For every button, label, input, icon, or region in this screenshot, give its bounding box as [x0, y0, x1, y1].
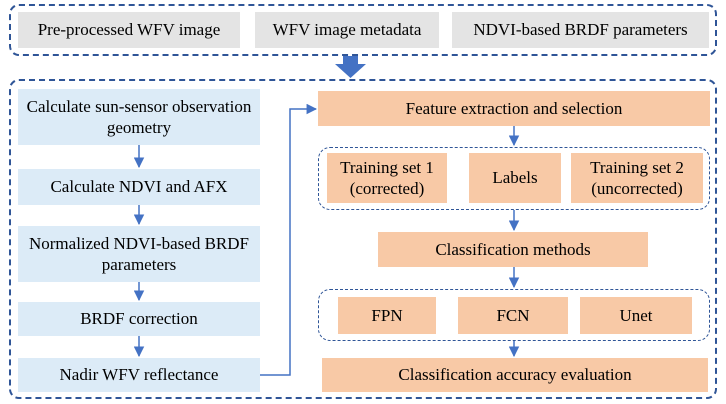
step-ndvi-afx: Calculate NDVI and AFX [18, 169, 260, 205]
inputs-group [9, 4, 717, 56]
training-group [318, 147, 710, 210]
training-set-1: Training set 1 (corrected) [327, 153, 447, 203]
labels-box-label: Labels [492, 168, 538, 188]
step-ndvi-afx-label: Calculate NDVI and AFX [50, 177, 228, 197]
block-arrow-down [335, 56, 366, 78]
step-classification-methods-label: Classification methods [435, 239, 591, 259]
method-unet-label: Unet [619, 305, 653, 325]
arrow-nadir-to-feature [260, 103, 318, 376]
methods-group [318, 289, 710, 341]
step-nadir-reflectance: Nadir WFV reflectance [18, 358, 260, 392]
training-set-2-label: Training set 2 (uncorrected) [590, 157, 684, 198]
method-unet: Unet [580, 297, 692, 334]
labels-box: Labels [469, 153, 561, 203]
input-preprocessed-image-label: Pre-processed WFV image [37, 20, 221, 40]
method-fcn: FCN [458, 297, 568, 334]
step-accuracy-evaluation: Classification accuracy evaluation [322, 358, 708, 392]
step-sun-sensor-geometry-label: Calculate sun-sensor observation geometr… [26, 96, 252, 137]
step-sun-sensor-geometry: Calculate sun-sensor observation geometr… [18, 89, 260, 145]
input-image-metadata: WFV image metadata [255, 12, 439, 48]
training-set-1-label: Training set 1 (corrected) [340, 157, 434, 198]
input-brdf-parameters: NDVI-based BRDF parameters [452, 12, 709, 48]
method-fcn-label: FCN [496, 305, 530, 325]
step-feature-extraction: Feature extraction and selection [318, 91, 710, 126]
step-normalized-brdf: Normalized NDVI-based BRDF parameters [18, 226, 260, 282]
input-brdf-parameters-label: NDVI-based BRDF parameters [473, 20, 688, 40]
method-fpn-label: FPN [371, 305, 403, 325]
step-normalized-brdf-label: Normalized NDVI-based BRDF parameters [28, 233, 249, 274]
step-brdf-correction-label: BRDF correction [80, 309, 198, 329]
step-accuracy-evaluation-label: Classification accuracy evaluation [398, 365, 632, 385]
step-classification-methods: Classification methods [378, 232, 648, 267]
process-group [9, 79, 717, 399]
input-preprocessed-image: Pre-processed WFV image [18, 12, 240, 48]
step-brdf-correction: BRDF correction [18, 302, 260, 336]
step-nadir-reflectance-label: Nadir WFV reflectance [59, 365, 219, 385]
input-image-metadata-label: WFV image metadata [272, 20, 422, 40]
step-feature-extraction-label: Feature extraction and selection [405, 98, 623, 118]
training-set-2: Training set 2 (uncorrected) [571, 153, 703, 203]
method-fpn: FPN [338, 297, 436, 334]
